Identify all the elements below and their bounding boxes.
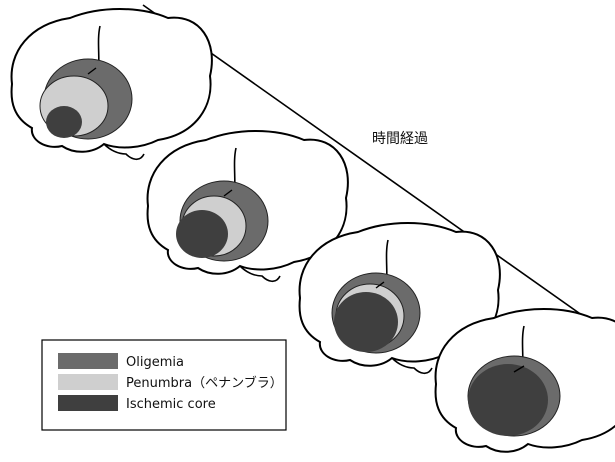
legend-label-ischemic-core: Ischemic core <box>126 397 216 412</box>
legend: Oligemia Penumbra（ペナンブラ） Ischemic core <box>42 340 286 430</box>
legend-swatch-oligemia <box>58 353 118 369</box>
ischemic-core-region <box>334 292 398 352</box>
time-label: 時間経過 <box>372 131 428 147</box>
brain-stage-4 <box>436 309 615 452</box>
ischemic-core-region <box>176 210 228 258</box>
ischemic-core-region <box>468 364 548 436</box>
legend-label-oligemia: Oligemia <box>126 355 184 370</box>
ischemic-core-region <box>46 106 82 138</box>
legend-swatch-ischemic-core <box>58 395 118 411</box>
legend-label-penumbra: Penumbra（ペナンブラ） <box>126 375 283 391</box>
brain-stage-1 <box>12 9 212 159</box>
legend-swatch-penumbra <box>58 374 118 390</box>
